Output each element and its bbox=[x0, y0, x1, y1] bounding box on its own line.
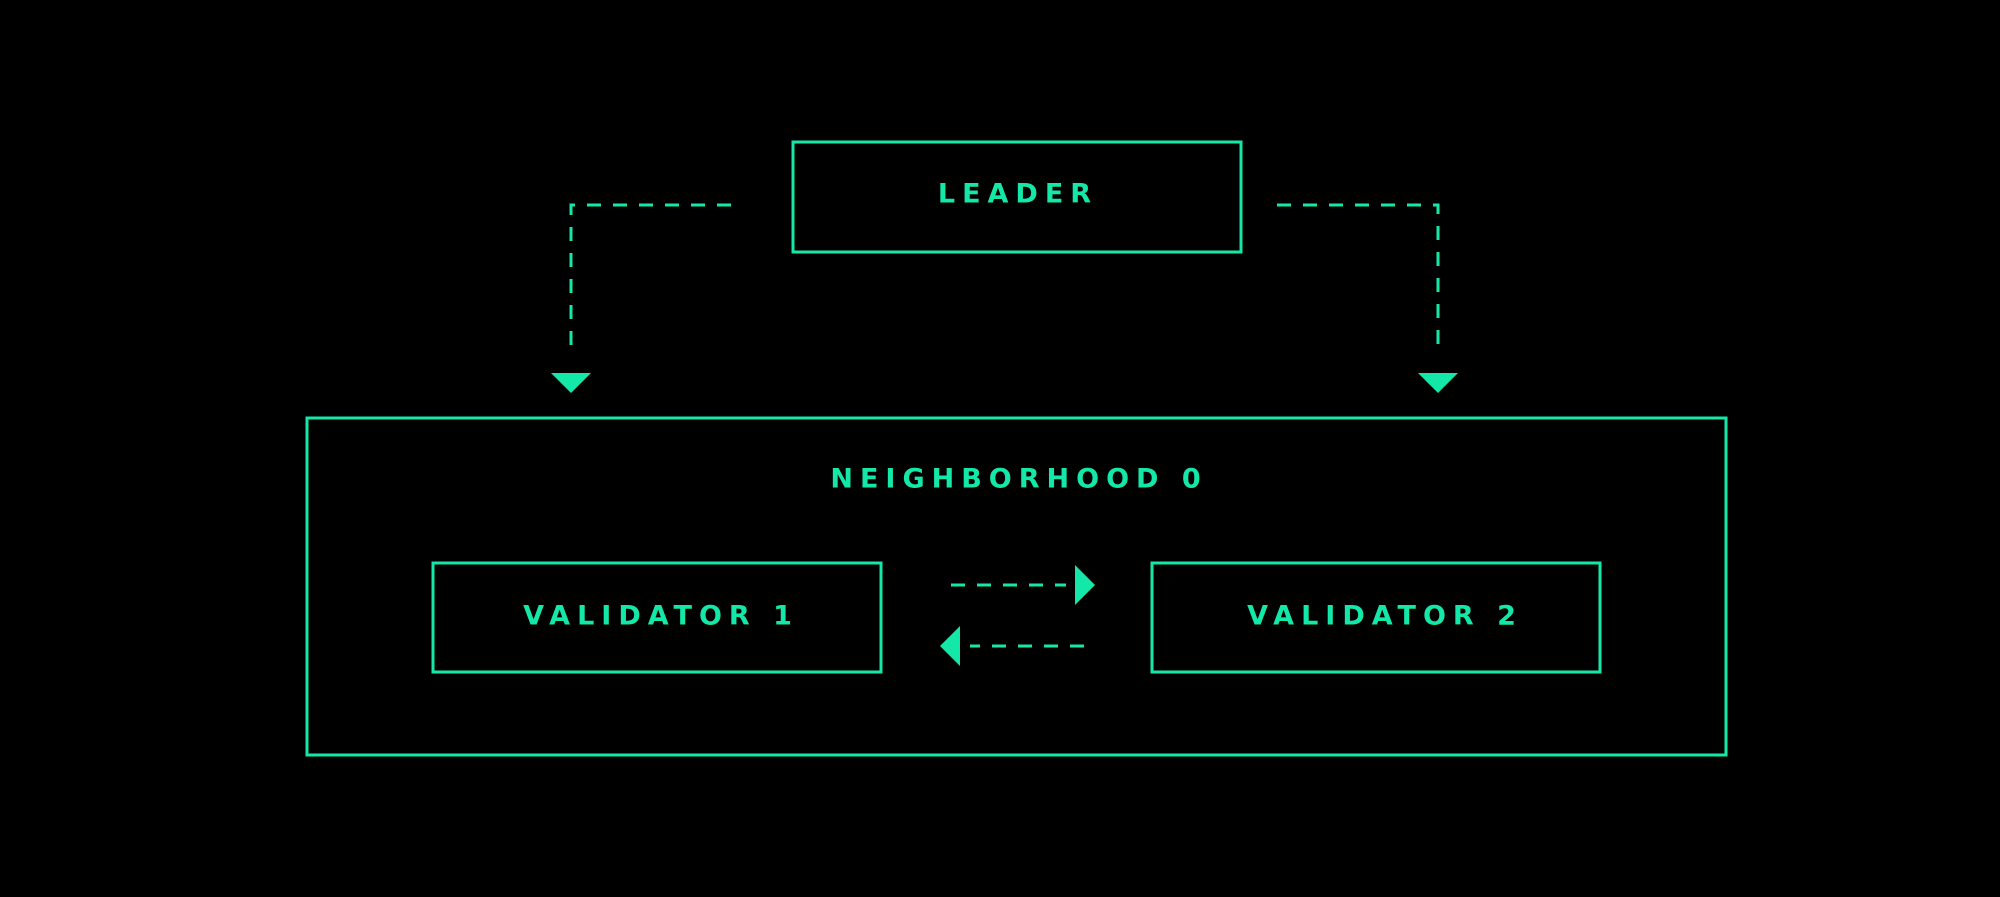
leader-to-neighborhood-left-connector bbox=[551, 203, 731, 393]
validator-1-to-2-connector bbox=[951, 565, 1095, 605]
neighborhood-label: NEIGHBORHOOD 0 bbox=[830, 464, 1207, 495]
validator-2-node[interactable]: VALIDATOR 2 bbox=[1150, 561, 1602, 674]
neighborhood-group[interactable]: NEIGHBORHOOD 0 VALIDATOR 1 VALIDATOR 2 bbox=[305, 416, 1728, 757]
neighborhood-box bbox=[305, 416, 1728, 757]
validator-1-label: VALIDATOR 1 bbox=[523, 601, 799, 632]
leader-box bbox=[791, 140, 1243, 254]
validator-2-label: VALIDATOR 2 bbox=[1247, 601, 1523, 632]
left-arrow-icon bbox=[940, 626, 960, 666]
left-dashed-line bbox=[569, 203, 731, 356]
leader-to-neighborhood-right-connector bbox=[1277, 203, 1458, 393]
validator-2-box bbox=[1150, 561, 1602, 674]
validator-1-node[interactable]: VALIDATOR 1 bbox=[431, 561, 883, 674]
leader-label: LEADER bbox=[938, 179, 1098, 210]
leader-node[interactable]: LEADER bbox=[791, 140, 1243, 254]
left-down-arrow-icon bbox=[551, 373, 591, 393]
validator-2-to-1-connector bbox=[940, 626, 1084, 666]
right-down-arrow-icon bbox=[1418, 373, 1458, 393]
right-dashed-line bbox=[1277, 203, 1440, 356]
validator-1-box bbox=[431, 561, 883, 674]
right-arrow-icon bbox=[1075, 565, 1095, 605]
